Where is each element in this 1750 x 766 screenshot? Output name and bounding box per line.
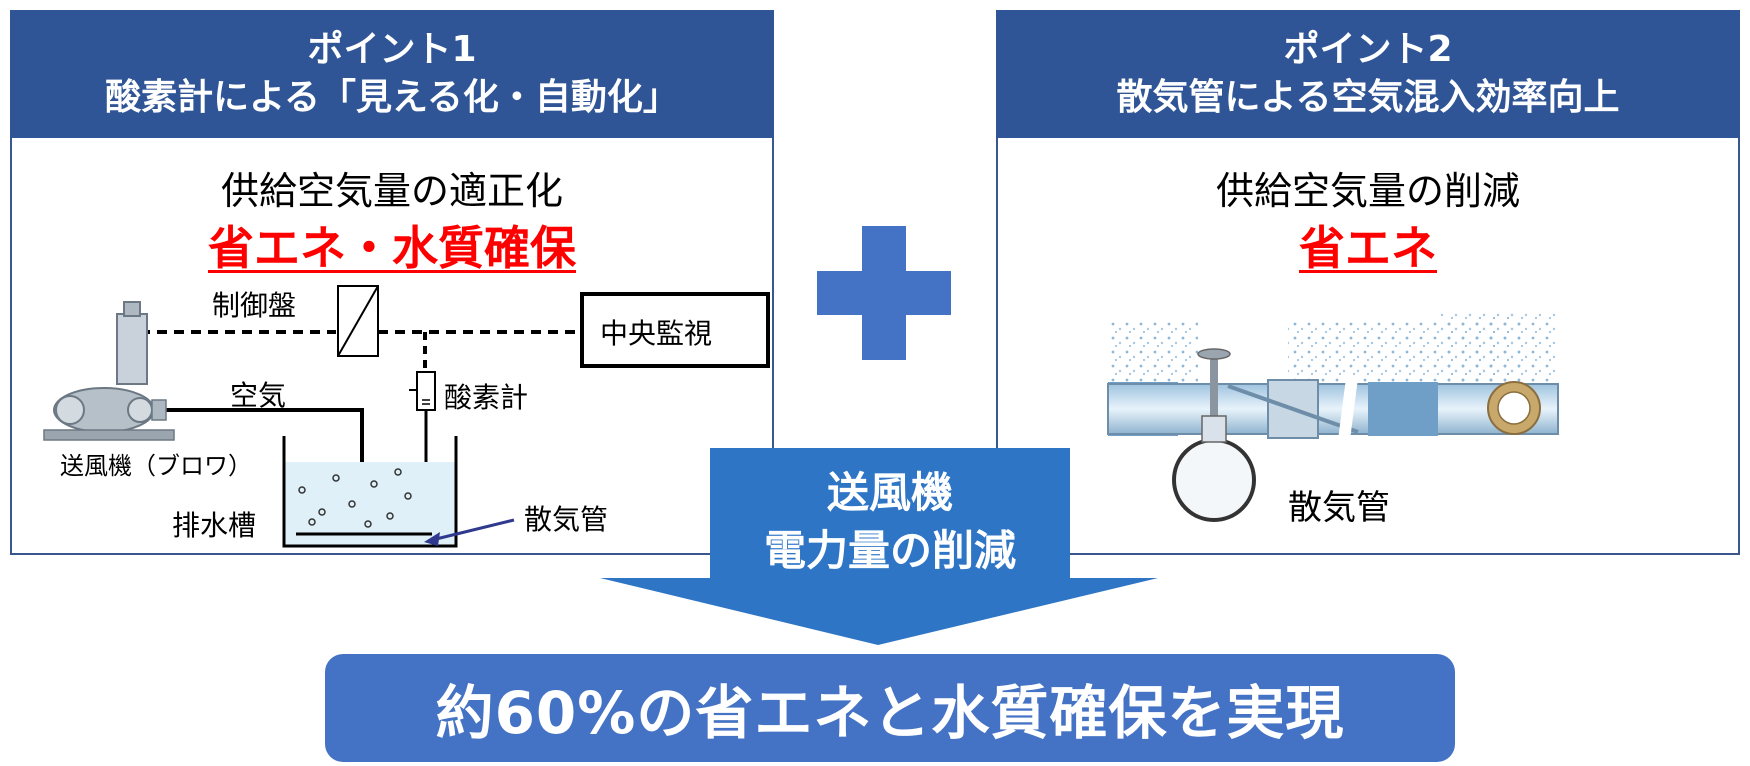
point2-header: ポイント2 散気管による空気混入効率向上 — [996, 10, 1740, 138]
point2-panel: ポイント2 散気管による空気混入効率向上 供給空気量の削減 省エネ — [996, 10, 1740, 555]
central-monitor-label: 中央監視 — [600, 317, 713, 350]
point1-subtitle: 供給空気量の適正化 — [220, 169, 563, 213]
air-label: 空気 — [230, 379, 287, 412]
plus-icon — [817, 226, 951, 360]
oxygen-meter-label: 酸素計 — [444, 381, 529, 414]
point2-highlight: 省エネ — [1299, 221, 1437, 275]
point1-header-line2: 酸素計による「見える化・自動化」 — [105, 77, 679, 118]
blower-label: 送風機（ブロワ） — [60, 452, 252, 480]
point1-header-line1: ポイント1 — [307, 29, 477, 70]
tank-label: 排水槽 — [172, 509, 257, 542]
point2-subtitle: 供給空気量の削減 — [1215, 169, 1520, 213]
diffuser-label: 散気管 — [524, 503, 609, 536]
point2-header-line1: ポイント2 — [1283, 29, 1453, 70]
result-line2: 電力量の削減 — [763, 526, 1016, 575]
diffuser-illustration — [1107, 312, 1559, 522]
result-box: 送風機 電力量の削減 — [710, 448, 1070, 596]
blower-illustration — [43, 301, 175, 441]
point1-highlight: 省エネ・水質確保 — [208, 221, 576, 275]
central-monitor-box — [580, 292, 770, 368]
control-panel-label: 制御盤 — [212, 289, 297, 322]
point1-system-diagram — [43, 285, 770, 548]
point1-header: ポイント1 酸素計による「見える化・自動化」 — [10, 10, 774, 138]
tank-illustration — [282, 436, 458, 548]
result-banner: 約60%の省エネと水質確保を実現 — [325, 654, 1455, 762]
point1-panel: ポイント1 酸素計による「見える化・自動化」 供給空気量の適正化 省エネ・水質確… — [10, 10, 774, 555]
diffuser-caption: 散気管 — [1288, 488, 1390, 528]
result-line1: 送風機 — [826, 468, 953, 517]
point2-header-line2: 散気管による空気混入効率向上 — [1116, 77, 1620, 118]
